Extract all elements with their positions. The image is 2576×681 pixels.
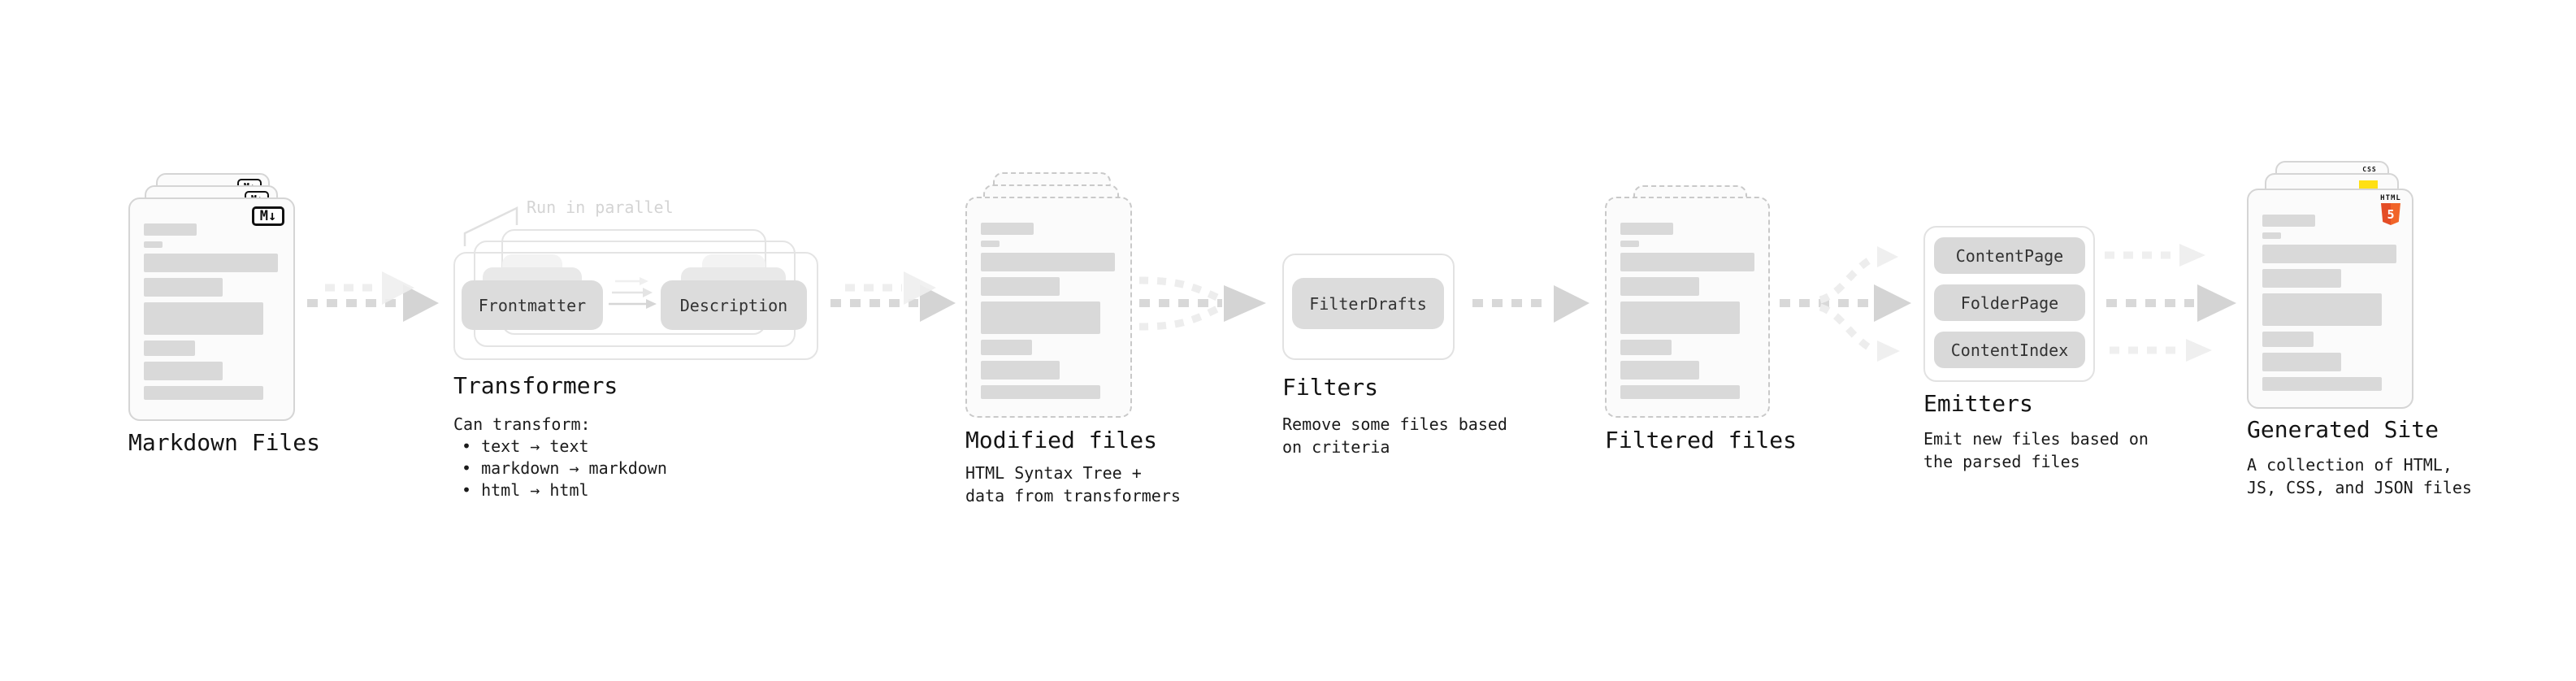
node-folderpage: FolderPage [1934, 284, 2085, 321]
html5-icon: HTML 5 [2379, 195, 2402, 225]
node-contentindex: ContentIndex [1934, 332, 2085, 368]
modified-desc-line: HTML Syntax Tree + [965, 463, 1142, 483]
generated-card-html: HTML 5 [2247, 189, 2413, 409]
node-frontmatter: Frontmatter [462, 280, 603, 330]
stage-label-filters: Filters [1282, 374, 1379, 401]
node-contentpage: ContentPage [1934, 237, 2085, 274]
run-in-parallel-annotation: Run in parallel [527, 197, 674, 217]
transformers-bullet: • markdown → markdown [462, 458, 667, 478]
placeholder-text-lines [144, 223, 278, 400]
html5-icon-number: 5 [2387, 206, 2395, 222]
transformers-bullet: • html → html [462, 480, 589, 500]
emitters-description: Emit new files based on the parsed files [1923, 427, 2149, 473]
filters-description: Remove some files based on criteria [1282, 413, 1507, 458]
transformer-layer-box [453, 252, 818, 360]
stage-label-transformers: Transformers [453, 372, 618, 399]
markdown-file-card: M↓ [128, 197, 295, 421]
placeholder-text-lines [1620, 223, 1754, 399]
placeholder-text-lines [2262, 215, 2396, 391]
modified-desc-line: data from transformers [965, 486, 1181, 505]
modified-files-description: HTML Syntax Tree + data from transformer… [965, 462, 1181, 507]
transformers-bullet: • text → text [462, 436, 589, 456]
node-folderpage-label: FolderPage [1960, 293, 2059, 313]
markdown-icon: M↓ [252, 206, 284, 226]
node-filterdrafts-label: FilterDrafts [1309, 293, 1427, 314]
markdown-icon-glyph: M↓ [259, 207, 277, 224]
emitters-desc-line: the parsed files [1923, 452, 2080, 471]
node-contentpage-label: ContentPage [1955, 245, 2064, 266]
html5-icon-shield: 5 [2381, 203, 2400, 225]
stage-label-generated-site: Generated Site [2247, 416, 2439, 443]
stage-label-modified-files: Modified files [965, 427, 1158, 453]
generated-desc-line: A collection of HTML, [2247, 455, 2452, 475]
stage-label-emitters: Emitters [1923, 390, 2033, 417]
transformers-desc-line: Can transform: [453, 414, 591, 434]
placeholder-text-lines [981, 223, 1115, 399]
filters-desc-line: Remove some files based [1282, 414, 1507, 434]
node-contentindex-label: ContentIndex [1950, 340, 2069, 360]
generated-desc-line: JS, CSS, and JSON files [2247, 478, 2472, 497]
css-icon-label: CSS [2362, 166, 2377, 173]
transformers-description: Can transform: • text → text • markdown … [453, 413, 667, 501]
stage-label-markdown-files: Markdown Files [128, 429, 321, 456]
generated-site-description: A collection of HTML, JS, CSS, and JSON … [2247, 453, 2472, 499]
filtered-file-card [1605, 197, 1770, 418]
stage-label-filtered-files: Filtered files [1605, 427, 1798, 453]
node-filterdrafts: FilterDrafts [1292, 278, 1444, 329]
html5-icon-label: HTML [2380, 194, 2401, 202]
node-description-label: Description [679, 295, 788, 315]
emitters-desc-line: Emit new files based on [1923, 429, 2149, 449]
node-frontmatter-label: Frontmatter [478, 295, 587, 315]
modified-file-card [965, 197, 1132, 418]
filters-desc-line: on criteria [1282, 437, 1390, 457]
node-description: Description [661, 280, 807, 330]
